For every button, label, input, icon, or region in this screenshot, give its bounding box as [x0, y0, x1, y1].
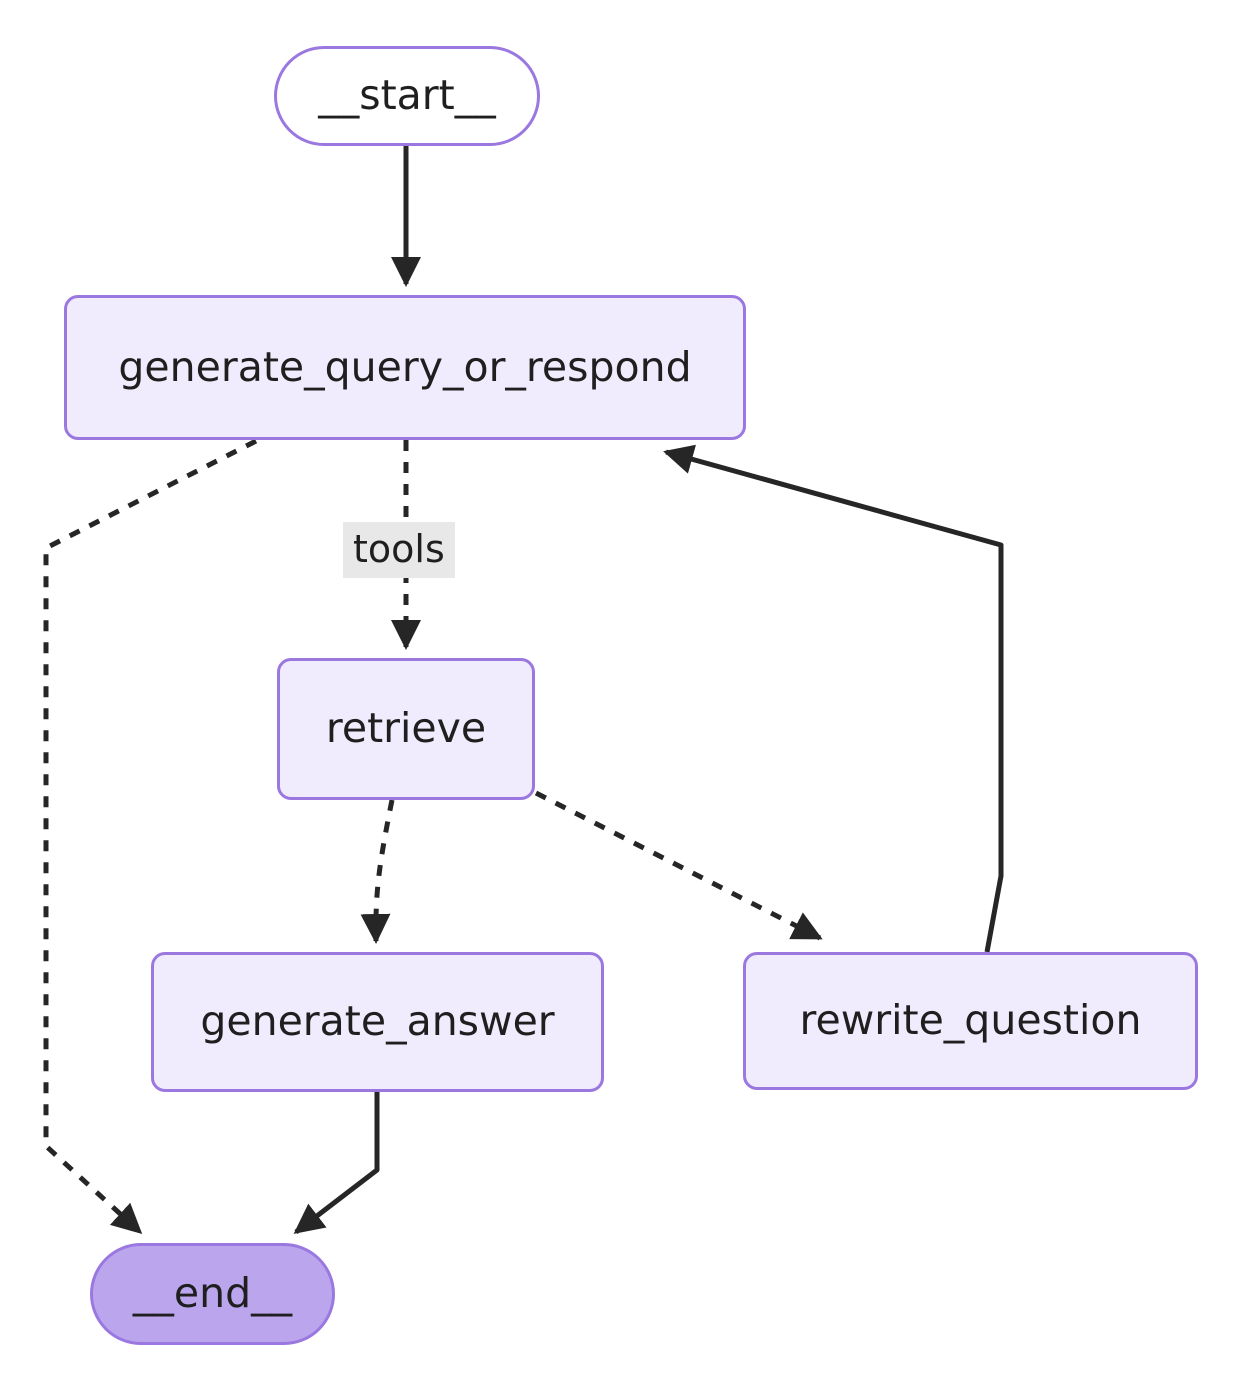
node-rewrite-question-label: rewrite_question — [799, 996, 1142, 1045]
edge-label-tools: tools — [343, 522, 455, 578]
node-rewrite-question[interactable]: rewrite_question — [743, 952, 1198, 1090]
edge-retrieve-to-rewrite-question — [534, 790, 823, 941]
node-start[interactable]: __start__ — [274, 46, 540, 146]
node-end[interactable]: __end__ — [90, 1243, 335, 1345]
node-start-label: __start__ — [318, 71, 496, 120]
node-generate-answer-label: generate_answer — [200, 997, 555, 1046]
node-generate-answer[interactable]: generate_answer — [151, 952, 604, 1092]
node-retrieve[interactable]: retrieve — [277, 658, 535, 800]
edge-retrieve-to-generate-answer — [360, 799, 395, 944]
node-generate-query-or-respond-label: generate_query_or_respond — [118, 342, 692, 391]
edge-generate-query-or-respond-to-end — [43, 438, 258, 1235]
node-retrieve-label: retrieve — [325, 704, 487, 753]
edge-label-tools-text: tools — [353, 527, 445, 571]
edge-rewrite-question-to-generate-query-or-respond — [663, 444, 1004, 953]
edge-generate-answer-to-end — [293, 1092, 380, 1234]
node-end-label: __end__ — [132, 1269, 293, 1318]
node-generate-query-or-respond[interactable]: generate_query_or_respond — [64, 295, 746, 440]
